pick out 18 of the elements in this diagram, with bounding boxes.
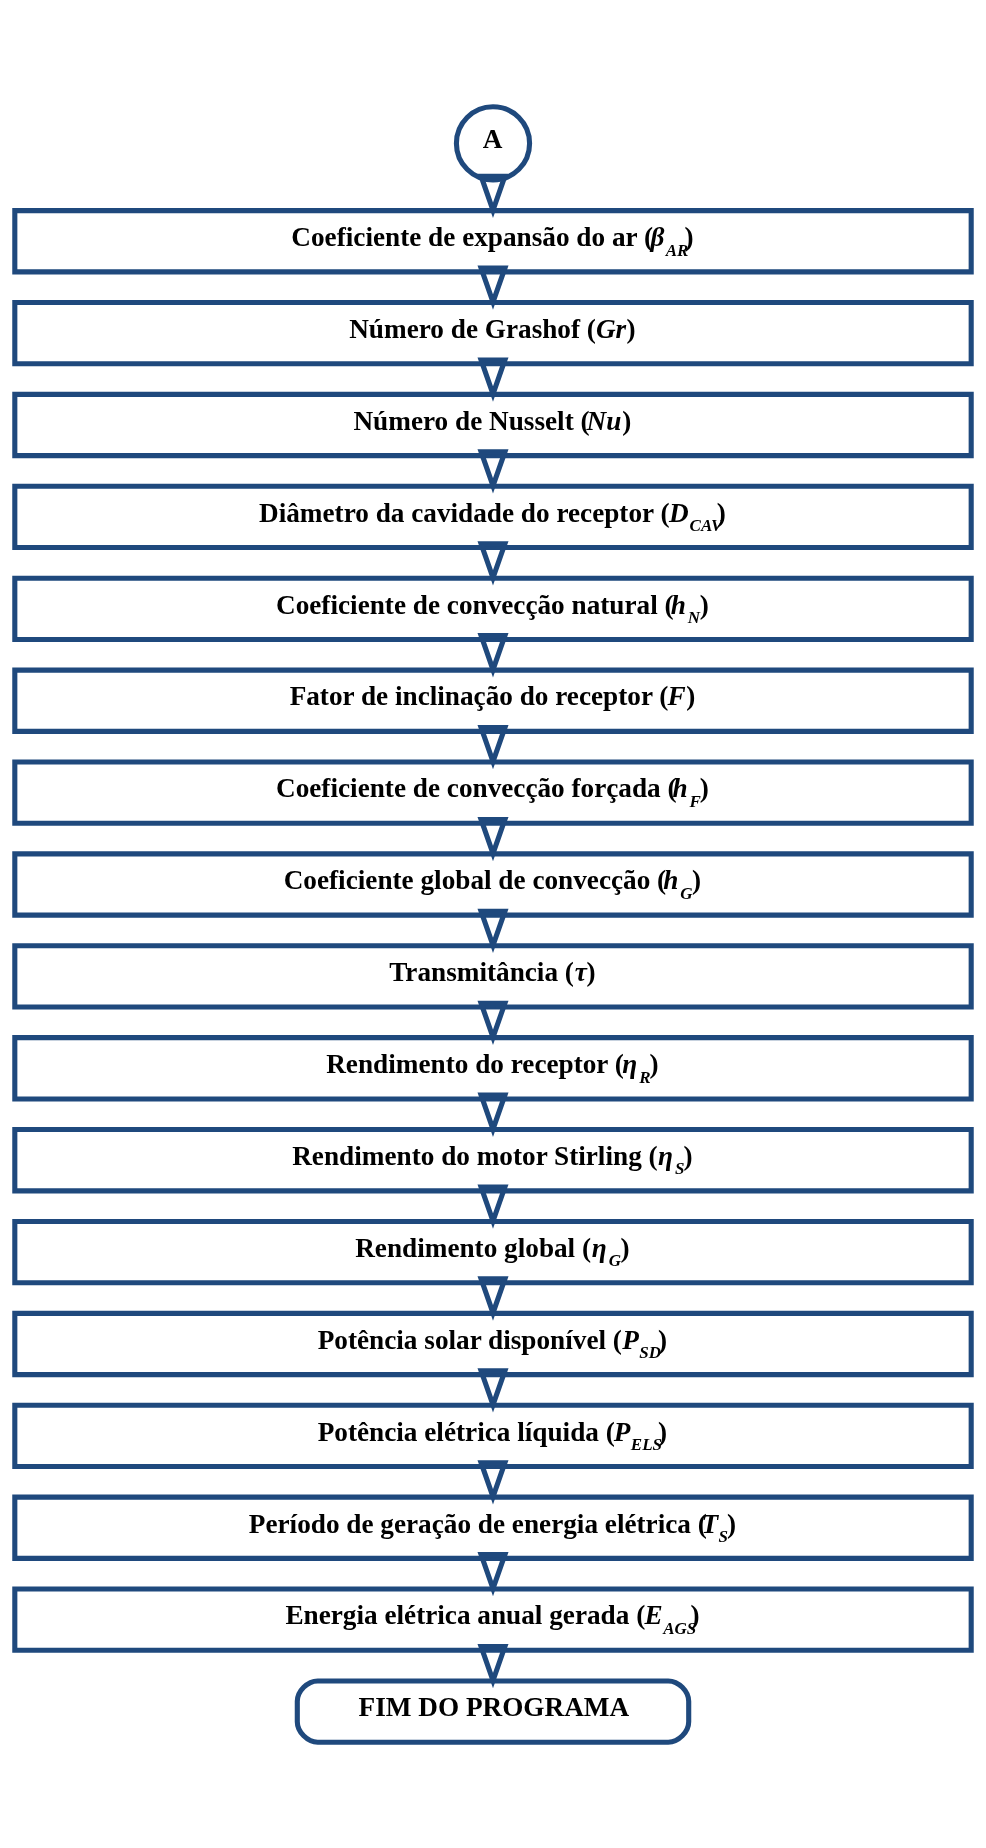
arrow xyxy=(477,1459,509,1504)
arrow xyxy=(477,448,509,494)
arrow xyxy=(477,540,509,585)
arrow xyxy=(477,265,509,310)
arrow xyxy=(477,724,509,769)
arrow xyxy=(477,1183,509,1229)
arrow xyxy=(477,1367,509,1413)
arrow xyxy=(477,1092,509,1137)
arrow xyxy=(477,1000,509,1045)
node-box: FIM DO PROGRAMA xyxy=(294,1677,692,1745)
arrow xyxy=(477,908,509,953)
arrow xyxy=(477,1275,509,1321)
arrow xyxy=(477,632,509,677)
arrow xyxy=(477,173,509,218)
arrow xyxy=(477,1643,509,1688)
arrow xyxy=(477,356,509,402)
arrow xyxy=(477,1551,509,1596)
arrow xyxy=(477,816,509,861)
